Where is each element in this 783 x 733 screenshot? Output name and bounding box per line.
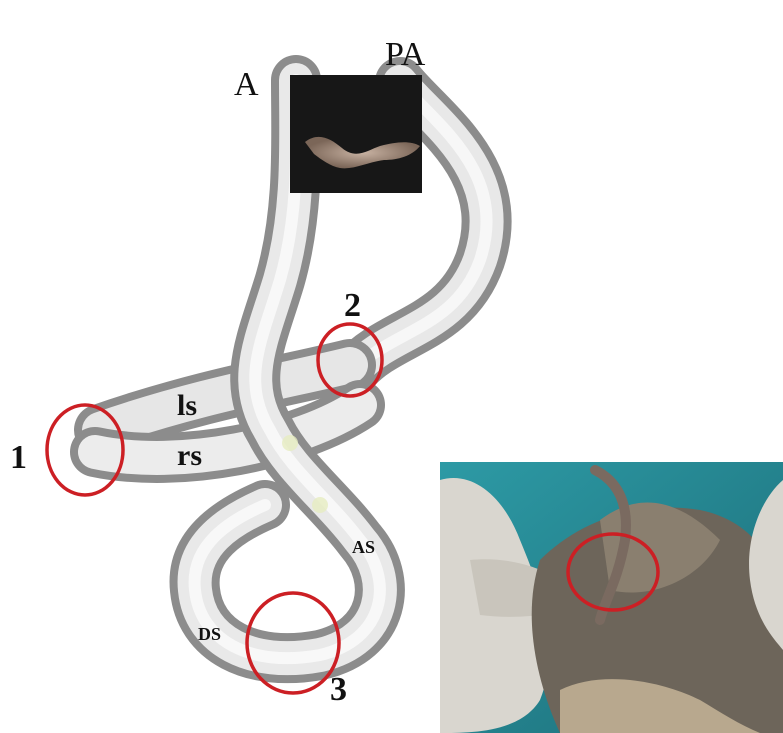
label-rs: rs bbox=[177, 439, 202, 472]
label-as: AS bbox=[352, 537, 375, 557]
label-pa: PA bbox=[385, 36, 426, 73]
label-ls: ls bbox=[177, 389, 197, 422]
label-number-1: 1 bbox=[10, 439, 27, 476]
dissection-photo bbox=[440, 462, 783, 733]
label-number-3: 3 bbox=[330, 671, 347, 708]
label-number-2: 2 bbox=[344, 287, 361, 324]
marker-dot bbox=[282, 435, 298, 451]
marker-dot bbox=[312, 497, 328, 513]
label-ds: DS bbox=[198, 624, 221, 644]
specimen-inset bbox=[290, 75, 422, 193]
label-a: A bbox=[234, 66, 259, 103]
